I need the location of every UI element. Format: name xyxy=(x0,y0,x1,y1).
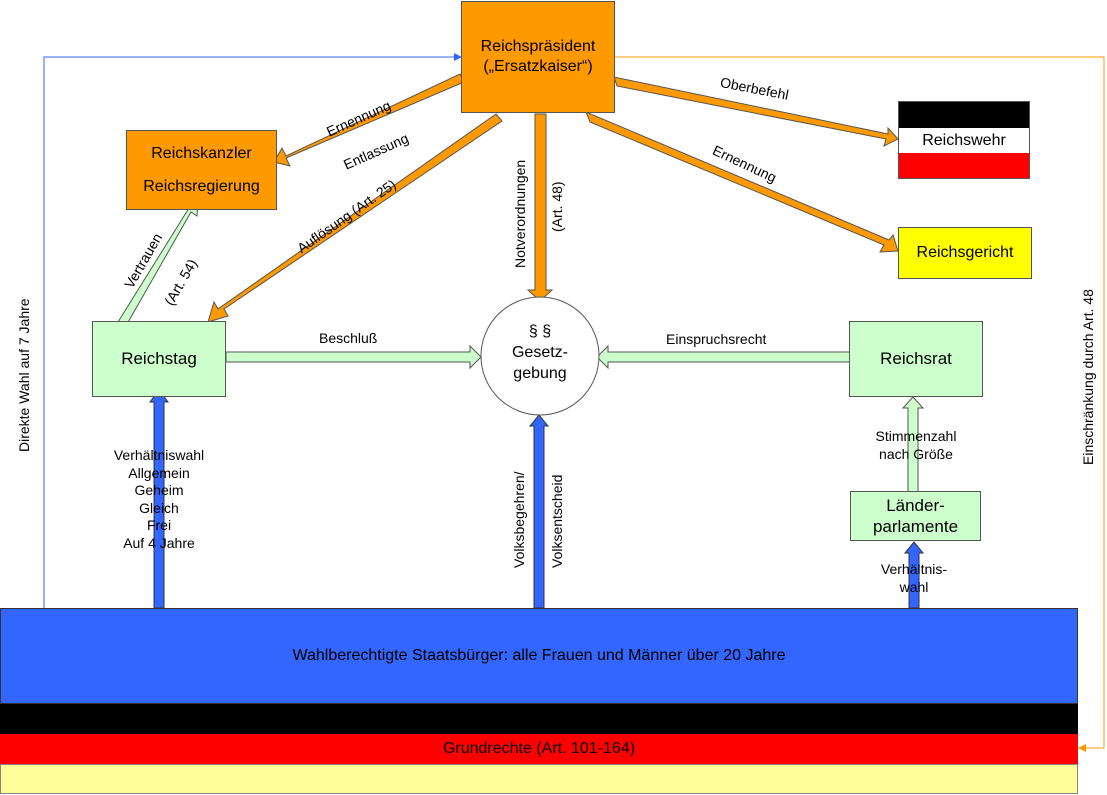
label-direkte-wahl: Direkte Wahl auf 7 Jahre xyxy=(16,298,32,452)
reichspraesident-title: Reichspräsident xyxy=(480,38,596,55)
flag-white-stripe: Reichswehr xyxy=(899,128,1029,153)
reichskanzler-title: Reichskanzler xyxy=(151,144,252,162)
label-beschluss: Beschluß xyxy=(319,330,378,346)
wahl-line-4: Gleich xyxy=(139,499,179,516)
wahl-line-1: Verhältniswahl xyxy=(113,447,205,463)
grundrechte-label: Grundrechte (Art. 101-164) xyxy=(442,740,636,757)
reichsgericht-box: Reichsgericht xyxy=(898,227,1032,279)
reichskanzler-box: Reichskanzler Reichsregierung xyxy=(126,130,277,210)
label-art48: (Art. 48) xyxy=(549,181,565,232)
wahl-line-5: Frei xyxy=(146,517,172,533)
arrow-buerger-to-laender xyxy=(903,541,925,609)
direct-election-arrowhead xyxy=(454,53,462,61)
paragraph-symbols: § § xyxy=(528,323,552,340)
buerger-label: Wahlberechtigte Staatsbürger: alle Fraue… xyxy=(292,647,786,664)
gesetzgebung-line1: Gesetz- xyxy=(511,343,568,361)
arrow-reichstag-to-gesetzgebung xyxy=(225,344,482,370)
arrow-praesident-to-gesetzgebung xyxy=(526,113,554,302)
reichspraesident-subtitle: („Ersatzkaiser“) xyxy=(483,58,593,75)
arrow-reichsrat-to-gesetzgebung xyxy=(596,344,851,370)
arrow-buerger-to-gesetzgebung xyxy=(528,414,550,609)
label-verhaeltniswahl: Verhältnis- wahl xyxy=(854,561,974,596)
arrow-praesident-to-reichsgericht xyxy=(585,111,899,253)
reichspraesident-box: Reichspräsident („Ersatzkaiser“) xyxy=(461,1,615,113)
buerger-bar: Wahlberechtigte Staatsbürger: alle Fraue… xyxy=(0,608,1078,704)
arrow-praesident-to-reichswehr xyxy=(613,76,899,147)
direct-election-line xyxy=(43,56,458,608)
wahl-line-3: Geheim xyxy=(134,482,184,498)
wahl-line-2: Allgemein xyxy=(128,464,190,481)
reichswehr-label: Reichswehr xyxy=(922,131,1006,149)
label-wahlgrundsaetze: Verhältniswahl Allgemein Geheim Gleich F… xyxy=(99,447,219,552)
label-volksbegehren: Volksbegehren/ xyxy=(511,471,527,568)
label-stimmenzahl: Stimmenzahl nach Größe xyxy=(856,428,976,463)
arrow-laender-to-reichsrat xyxy=(901,396,925,493)
reichstag-label: Reichstag xyxy=(121,349,197,369)
label-einschraenkung: Einschränkung durch Art. 48 xyxy=(1080,289,1096,465)
flag-black-stripe xyxy=(899,102,1029,128)
restriction-line xyxy=(615,56,1105,749)
reichsgericht-label: Reichsgericht xyxy=(916,244,1014,261)
gesetzgebung-circle xyxy=(480,296,600,416)
restriction-arrowhead xyxy=(1078,744,1086,752)
laender-line1: Länder- xyxy=(886,495,945,515)
verhaeltniswahl-line2: wahl xyxy=(899,578,929,595)
black-band xyxy=(0,704,1078,734)
reichsregierung-title: Reichsregierung xyxy=(143,177,260,195)
stimmenzahl-line2: nach Größe xyxy=(879,445,953,462)
reichsrat-box: Reichsrat xyxy=(849,321,983,397)
cream-band xyxy=(0,764,1078,794)
gesetzgebung-label: § § Gesetz- gebung xyxy=(481,322,599,384)
flag-red-stripe xyxy=(899,153,1029,178)
reichsrat-label: Reichsrat xyxy=(880,349,952,369)
reichstag-box: Reichstag xyxy=(92,321,226,397)
wahl-line-6: Auf 4 Jahre xyxy=(123,534,195,551)
verhaeltniswahl-line1: Verhältnis- xyxy=(880,561,948,577)
grundrechte-band: Grundrechte (Art. 101-164) xyxy=(0,734,1078,764)
label-volksentscheid: Volksentscheid xyxy=(549,474,565,568)
arrow-praesident-to-kanzler xyxy=(273,73,465,167)
laenderparlamente-box: Länder- parlamente xyxy=(850,491,981,541)
reichswehr-box: Reichswehr xyxy=(898,101,1030,179)
gesetzgebung-line2: gebung xyxy=(513,364,567,382)
stimmenzahl-line1: Stimmenzahl xyxy=(875,428,957,444)
arrow-praesident-to-reichstag xyxy=(207,113,503,323)
label-einspruchsrecht: Einspruchsrecht xyxy=(666,331,767,347)
label-notverordnungen: Notverordnungen xyxy=(512,159,528,268)
laender-line2: parlamente xyxy=(872,517,959,536)
